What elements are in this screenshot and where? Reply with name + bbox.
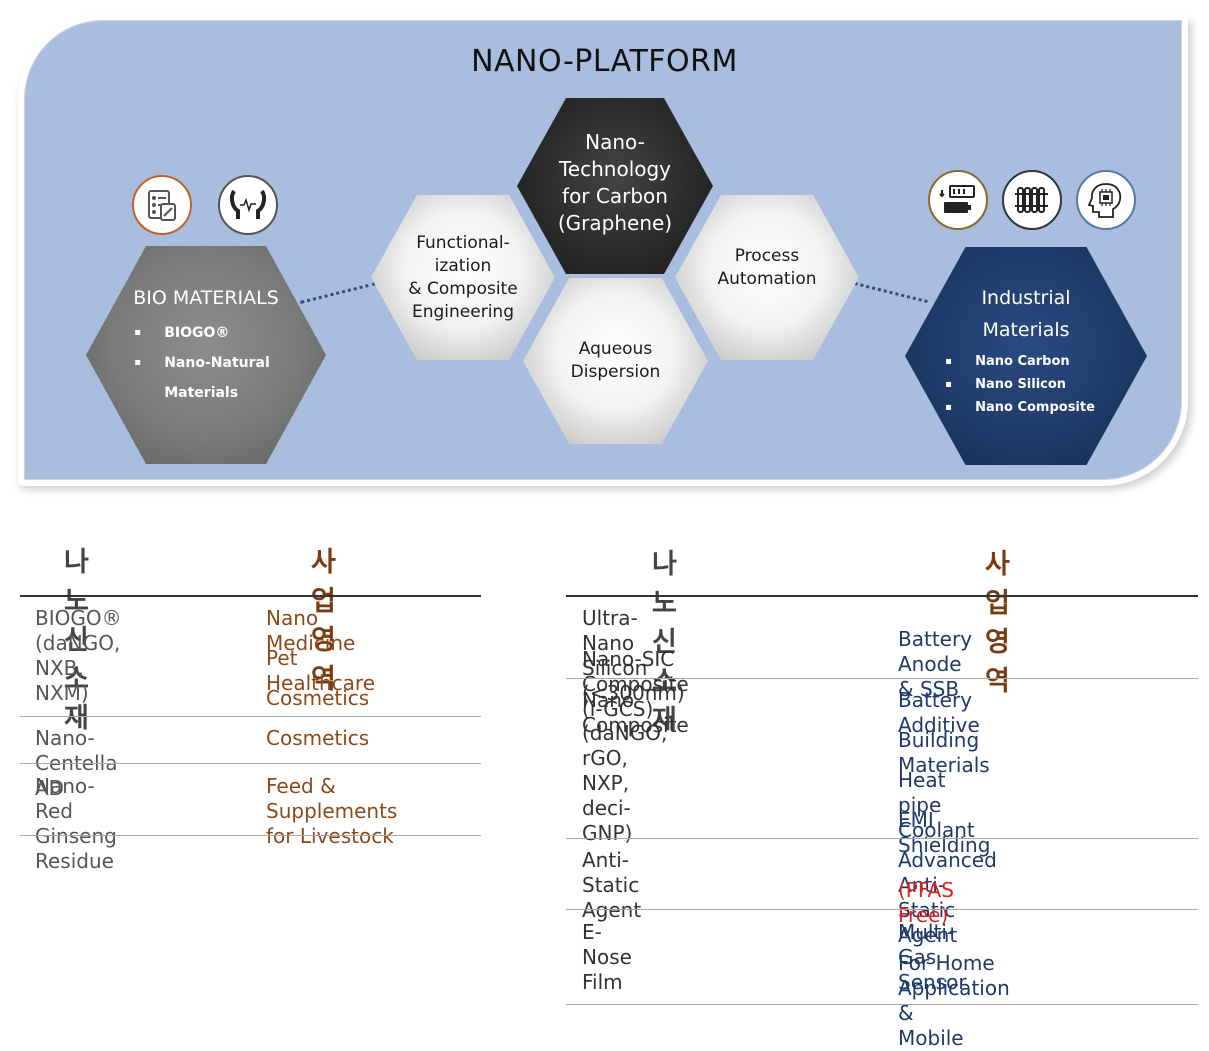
right-row3-material-1: Anti-Static Agent	[582, 848, 642, 922]
left-header-rule	[20, 595, 481, 597]
left-row3-business-1: Feed & Supplements for Livestock	[266, 774, 398, 848]
left-header-business: 사업영역	[311, 547, 336, 695]
right-row1-material-1: Ultra-Nano Silicon (<300nm)	[582, 606, 685, 705]
heartbeat-hands-icon	[218, 175, 278, 235]
nano-technology-label: Nano- Technology for Carbon (Graphene)	[557, 130, 673, 235]
bio-item-biogo: BIOGO®	[134, 318, 270, 348]
left-row1-material: BIOGO® (daNGO, NXB, NXM)	[35, 606, 122, 705]
lab-clipboard-icon	[132, 175, 192, 235]
radiator-icon	[1002, 170, 1062, 230]
bio-materials-hexagon: BIO MATERIALS BIOGO® Nano-Natural Materi…	[86, 246, 326, 464]
left-row-divider	[20, 716, 481, 717]
left-row1-business-2: Pet Healthcare	[266, 646, 376, 695]
functionalization-label: Functional- ization & Composite Engineer…	[408, 232, 518, 322]
left-row2-business-1: Cosmetics	[266, 726, 370, 750]
right-header-material: 나노 신소재	[652, 549, 677, 736]
right-row1-business-1: Battery Anode & SSB	[898, 627, 973, 701]
battery-charge-icon	[928, 170, 988, 230]
pfas-free-note: (PFAS Free)	[898, 878, 954, 927]
left-row3-material: Nano-Red Ginseng Residue	[35, 774, 117, 873]
industrial-materials-title: Industrial Materials	[981, 286, 1071, 341]
process-automation-label: Process Automation	[717, 245, 817, 289]
process-automation-hexagon: Process Automation	[675, 195, 859, 360]
right-row-divider	[566, 838, 1198, 839]
right-row-divider	[566, 678, 1198, 679]
right-row-divider	[566, 1004, 1198, 1005]
bio-materials-title: BIO MATERIALS	[133, 287, 279, 309]
industrial-item-nano-composite: Nano Composite	[945, 396, 1095, 419]
right-row2-business-4: EMI Shielding	[898, 808, 991, 857]
left-row1-business-1: Nano Medicine	[266, 606, 356, 655]
industrial-materials-list: Nano Carbon Nano Silicon Nano Composite	[945, 350, 1095, 419]
right-row2-material-1: Nano Composite	[582, 688, 689, 737]
bio-materials-list: BIOGO® Nano-Natural Materials	[134, 318, 270, 408]
left-row-divider	[20, 835, 481, 836]
left-header-material: 나노 신소재	[64, 547, 89, 734]
right-row-divider	[566, 909, 1198, 910]
aqueous-dispersion-label: Aqueous Dispersion	[570, 339, 661, 382]
right-row4-business-2: For Home Application & Mobile	[898, 951, 1010, 1050]
right-row4-business-1: Multi-Gas Sensor	[898, 920, 967, 994]
right-row1-material-2: Nano-SIC Composite (i-GCS)	[582, 647, 689, 721]
bio-item-nano-natural: Nano-Natural Materials	[134, 348, 270, 408]
nano-platform-panel: NANO-PLATFORM	[0, 0, 1209, 500]
left-row2-material: Nano-Centella AD	[35, 726, 118, 800]
right-row4-material-1: E-Nose Film	[582, 920, 632, 994]
right-row2-business-1: Battery Additive	[898, 688, 980, 737]
right-header-rule	[566, 595, 1198, 597]
platform-title: NANO-PLATFORM	[471, 44, 738, 79]
right-header-business: 사업영역	[985, 549, 1010, 697]
nano-technology-hexagon: Nano- Technology for Carbon (Graphene)	[517, 98, 713, 274]
right-row2-material-2: (daNGO, rGO, NXP, deci- GNP)	[582, 721, 668, 845]
ai-brain-chip-icon	[1076, 170, 1136, 230]
right-row2-business-2: Building Materials	[898, 728, 990, 777]
left-row1-business-3: Cosmetics	[266, 686, 370, 710]
left-row-divider	[20, 763, 481, 764]
industrial-item-nano-carbon: Nano Carbon	[945, 350, 1095, 373]
right-row3-business-1: Advanced Anti-Static Agent	[898, 848, 997, 947]
industrial-item-nano-silicon: Nano Silicon	[945, 373, 1095, 396]
